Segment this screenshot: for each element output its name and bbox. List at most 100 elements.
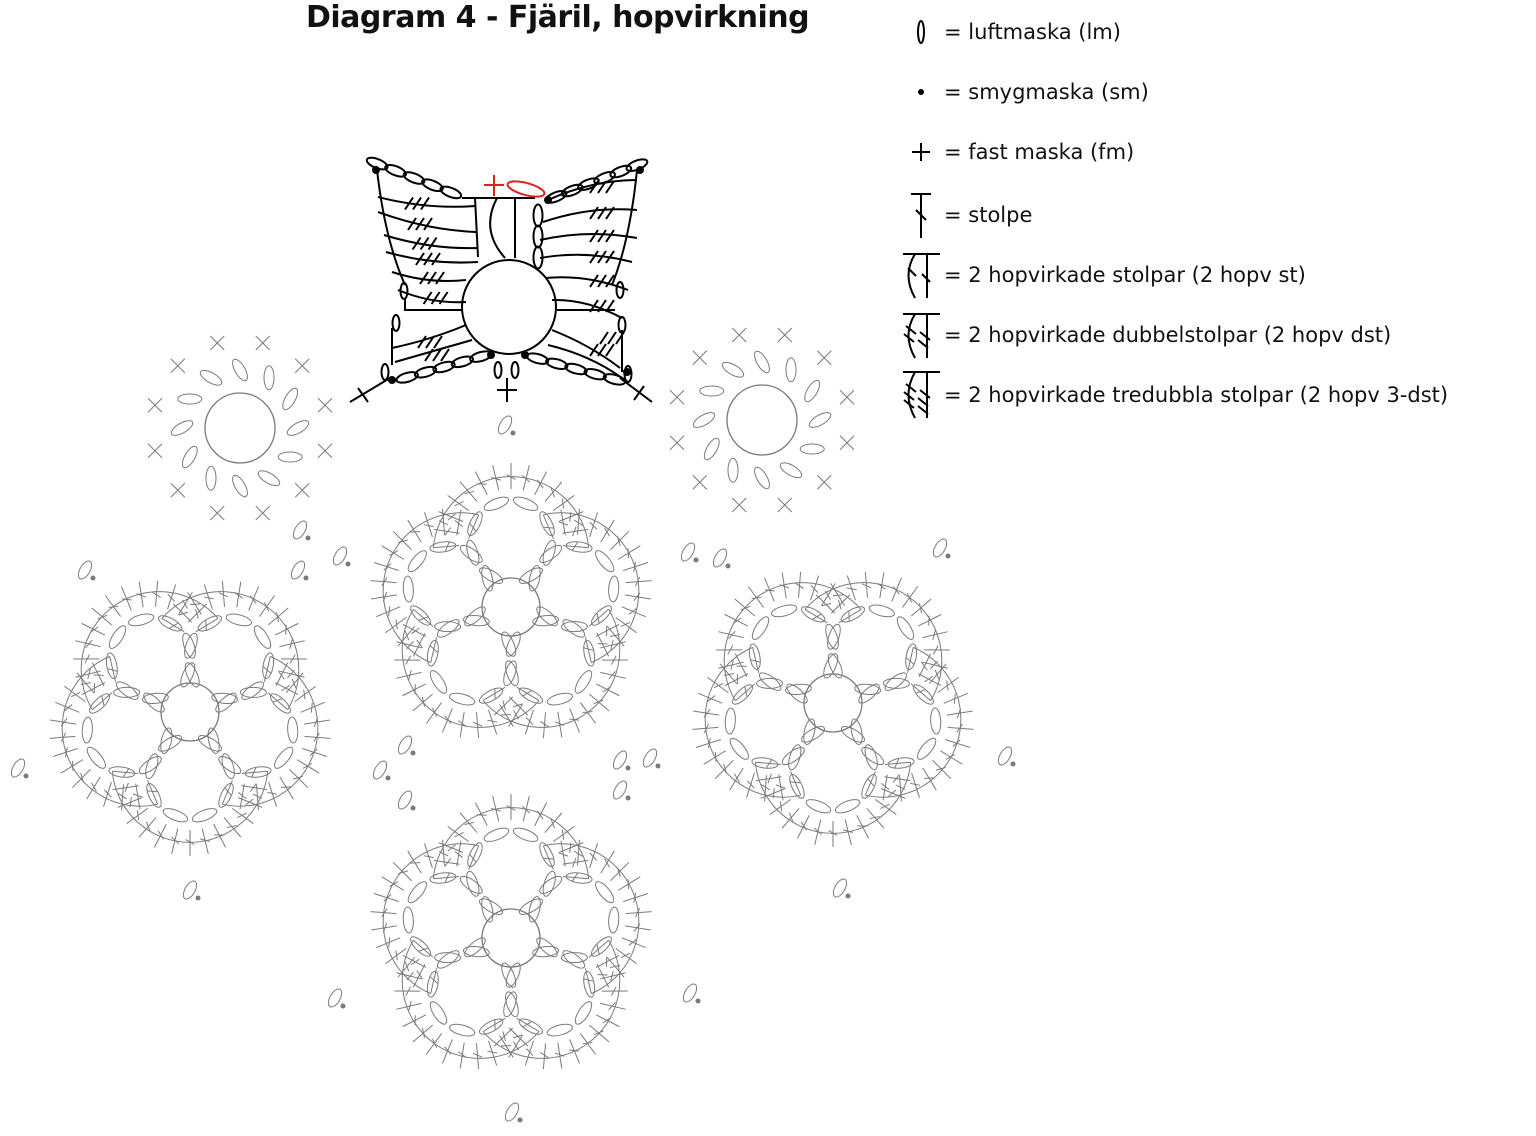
stitch-bar bbox=[775, 784, 786, 789]
chain-stitch bbox=[160, 727, 173, 754]
chain-stitch bbox=[478, 1018, 504, 1035]
treble-stitch bbox=[623, 893, 649, 903]
chain-stitch bbox=[218, 756, 242, 775]
chain-stitch bbox=[197, 615, 223, 632]
chain-stitch bbox=[292, 520, 308, 540]
chain-stitch bbox=[884, 672, 908, 691]
stitch-line bbox=[547, 179, 638, 201]
stitch-bar bbox=[438, 520, 449, 526]
treble-stitch bbox=[508, 696, 529, 716]
stitch-bar bbox=[389, 550, 399, 557]
stitch-line bbox=[619, 377, 653, 403]
petal-edge bbox=[401, 939, 540, 1059]
chain-stitch bbox=[429, 670, 448, 694]
chain-stitch bbox=[380, 363, 390, 381]
single-crochet bbox=[294, 358, 310, 374]
stitch-bar bbox=[522, 1021, 532, 1028]
treble-stitch bbox=[856, 815, 870, 839]
chain-stitch bbox=[532, 945, 560, 958]
treble-stitch bbox=[615, 616, 637, 634]
chain-stitch bbox=[623, 365, 633, 383]
stitch-bar bbox=[472, 721, 483, 727]
stitch-bar bbox=[107, 668, 118, 672]
chain-stitch bbox=[518, 687, 544, 704]
treble-stitch bbox=[81, 682, 106, 695]
legend-label: = stolpe bbox=[944, 203, 1033, 227]
chain-stitch bbox=[89, 693, 111, 714]
treble-stitch bbox=[600, 1002, 626, 1010]
legend-label: = 2 hopvirkade tredubbla stolpar (2 hopv… bbox=[944, 383, 1449, 407]
stitch-bar bbox=[521, 806, 531, 814]
chain-stitch bbox=[182, 632, 196, 659]
chain-stitch bbox=[497, 415, 513, 435]
legend-label: = smygmaska (sm) bbox=[944, 80, 1149, 104]
stitch-line bbox=[432, 348, 442, 362]
treble-stitch bbox=[239, 783, 245, 810]
single-crochet bbox=[839, 435, 855, 451]
chain-stitch bbox=[504, 1102, 520, 1122]
stitch-bar bbox=[888, 789, 897, 797]
chain-stitch bbox=[562, 619, 586, 638]
stitch-bar bbox=[251, 767, 257, 778]
slip-stitch bbox=[695, 998, 701, 1004]
chain-stitch bbox=[450, 355, 475, 369]
stitch-line bbox=[427, 236, 438, 251]
petal-edge bbox=[704, 646, 801, 798]
stitch-line bbox=[589, 229, 599, 243]
chain-stitch bbox=[127, 613, 155, 627]
treble-stitch bbox=[769, 798, 792, 815]
treble-stitch bbox=[600, 519, 615, 543]
stitch-bar bbox=[522, 690, 532, 697]
treble-stitch bbox=[433, 545, 460, 549]
stitch-bar bbox=[610, 655, 617, 665]
treble-stitch bbox=[258, 595, 276, 617]
stitch-bar bbox=[728, 630, 736, 639]
chain-stitch bbox=[505, 631, 521, 657]
stitch-bar bbox=[812, 613, 822, 620]
treble-stitch bbox=[285, 672, 304, 693]
chain-stitch bbox=[560, 621, 588, 633]
flower-center-ring bbox=[726, 384, 798, 456]
chain-stitch bbox=[138, 756, 162, 775]
stitch-bar bbox=[589, 521, 598, 530]
stitch-bar bbox=[620, 952, 631, 959]
treble-stitch bbox=[755, 776, 782, 782]
stitch-line bbox=[415, 252, 425, 266]
chain-stitch bbox=[532, 245, 544, 270]
stitch-line bbox=[615, 331, 625, 345]
legend-item-sc: = fast maska (fm) bbox=[898, 132, 1134, 172]
stitch-bar bbox=[487, 1050, 498, 1054]
highlight-single-crochet bbox=[484, 175, 504, 196]
stitch-bar bbox=[60, 732, 66, 743]
stitch-bar bbox=[218, 592, 229, 598]
treble-stitch bbox=[231, 807, 254, 824]
treble-stitch bbox=[289, 768, 309, 789]
treble-stitch bbox=[595, 683, 620, 697]
stitch-bar bbox=[714, 751, 717, 762]
stitch-bar bbox=[610, 640, 614, 651]
treble-stitch bbox=[474, 802, 488, 826]
chain-stitch bbox=[789, 773, 805, 799]
stitch-line bbox=[597, 250, 607, 264]
treble-stitch bbox=[544, 481, 563, 502]
petal-edge bbox=[804, 582, 943, 702]
stitch-bar bbox=[132, 793, 143, 798]
treble-stitch bbox=[103, 781, 112, 807]
treble-stitch bbox=[75, 640, 101, 648]
treble-stitch bbox=[552, 826, 575, 843]
stitch-bar bbox=[573, 519, 583, 526]
treble-stitch bbox=[562, 859, 589, 865]
treble-stitch bbox=[50, 719, 76, 725]
stitch-bar bbox=[97, 614, 108, 620]
legend-item-3dst: = 2 hopvirkade tredubbla stolpar (2 hopv… bbox=[898, 370, 1448, 420]
chain-stitch bbox=[391, 314, 401, 332]
stitch-line bbox=[539, 253, 633, 263]
chain-stitch bbox=[218, 782, 234, 808]
treble-stitch bbox=[542, 1043, 547, 1070]
treble-stitch bbox=[223, 817, 242, 838]
treble-stitch bbox=[625, 925, 651, 931]
treble-stitch bbox=[796, 815, 810, 839]
chain-stitch bbox=[758, 672, 782, 691]
treble-stitch bbox=[371, 925, 397, 931]
single-crochet bbox=[170, 358, 186, 374]
